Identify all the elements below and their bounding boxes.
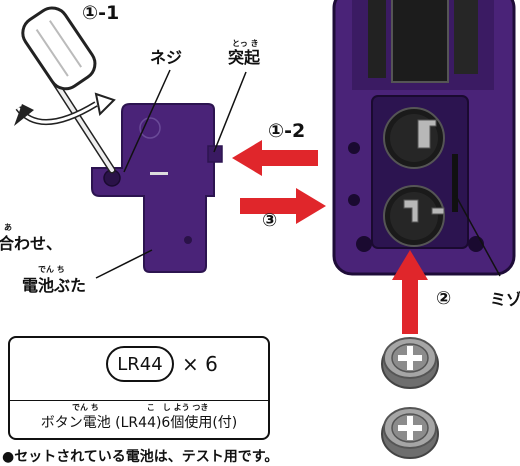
step-3-label: ③ xyxy=(262,210,278,231)
rotation-arrow-icon xyxy=(14,92,116,126)
protrusion-ruby: とっ き xyxy=(232,39,259,48)
protrusion-leader-line xyxy=(213,71,247,153)
battery-cover-ruby: でん ち xyxy=(38,265,65,274)
screwdriver xyxy=(21,6,116,174)
battery-slot-bottom xyxy=(383,185,445,247)
device-body xyxy=(332,0,516,276)
battery-slot-top xyxy=(383,107,445,169)
align-ruby: あ xyxy=(4,223,12,232)
step-1-2-label: ①-2 xyxy=(268,120,306,142)
insert-arrow-icon xyxy=(392,250,428,334)
step-2-label: ② xyxy=(436,288,452,309)
groove-label: ミゾ xyxy=(490,290,520,309)
battery-cover xyxy=(91,103,223,273)
groove-leader-line xyxy=(455,195,501,277)
protrusion-label: 突起 xyxy=(228,48,261,67)
cover-leader-line xyxy=(95,249,153,279)
button-battery-icon xyxy=(381,407,439,459)
battery-description-ruby: でん ち こ し よう つき xyxy=(72,403,209,412)
remove-arrow-icon xyxy=(232,140,318,176)
screw-label: ネジ xyxy=(150,48,183,67)
battery-cover-label: 電池ぶた xyxy=(22,276,87,295)
align-label: 合わせ、 xyxy=(0,234,63,253)
button-battery-icon xyxy=(381,337,439,389)
box-divider xyxy=(10,400,268,401)
battery-type-badge: LR44 xyxy=(106,346,174,382)
attach-arrow-icon xyxy=(240,188,326,224)
screw-leader-line xyxy=(123,69,171,173)
battery-count: × 6 xyxy=(182,352,218,376)
footnote-text: ●セットされている電池は、テスト用です。 xyxy=(2,449,279,465)
step-1-1-label: ①-1 xyxy=(82,2,120,24)
battery-info-box: LR44 × 6 でん ち こ し よう つき ボタン電池 (LR44)6個使用… xyxy=(8,336,270,440)
battery-description: ボタン電池 (LR44)6個使用(付) xyxy=(40,415,238,431)
